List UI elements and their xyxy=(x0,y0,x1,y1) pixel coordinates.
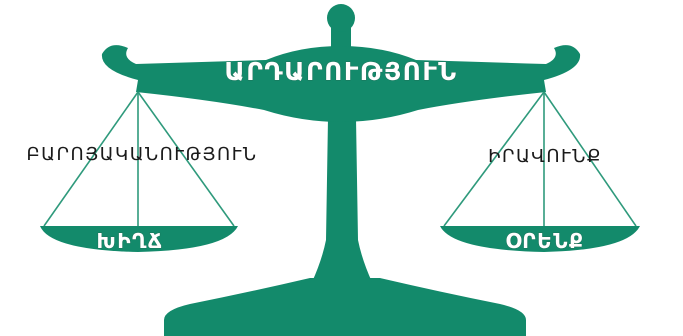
right-upper-label: ԻՐԱՎՈՒՆՔ xyxy=(488,146,602,167)
scale-base xyxy=(164,278,526,336)
right-pan-label: ՕՐԵՆՔ xyxy=(506,229,585,253)
top-finial xyxy=(327,4,355,32)
scale-pillar xyxy=(312,118,372,282)
beam-label: ԱՐԴԱՐՈՒԹՅՈՒՆ xyxy=(224,57,457,86)
left-pan-label: ԽԻՂՃ xyxy=(97,229,164,253)
left-upper-label: ԲԱՐՈՅԱԿԱՆՈՒԹՅՈՒՆ xyxy=(27,144,258,165)
